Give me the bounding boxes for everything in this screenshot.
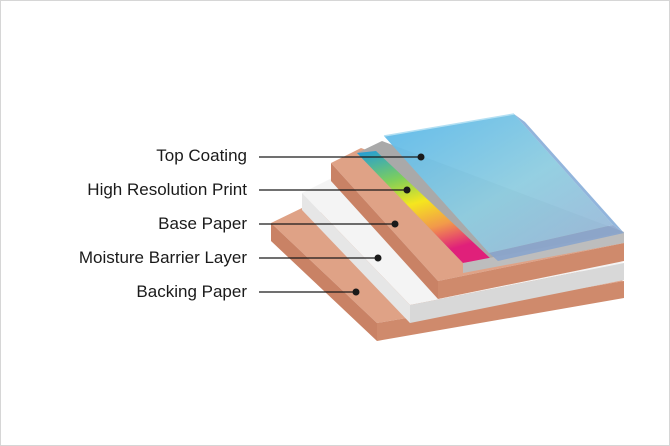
leader-dot-top-coating [417,153,425,161]
leader-dots [352,153,425,296]
label-high-resolution-print: High Resolution Print [87,180,247,199]
leader-dot-print [403,186,411,194]
leader-lines [259,156,421,293]
leader-dot-backing [352,288,360,296]
leader-dot-base-paper [391,220,399,228]
label-base-paper: Base Paper [158,214,247,233]
label-top-coating: Top Coating [156,146,247,165]
label-moisture-barrier-layer: Moisture Barrier Layer [78,248,247,267]
leader-dot-moisture [374,254,382,262]
label-backing-paper: Backing Paper [136,282,247,301]
top-coating-layer [383,113,624,261]
